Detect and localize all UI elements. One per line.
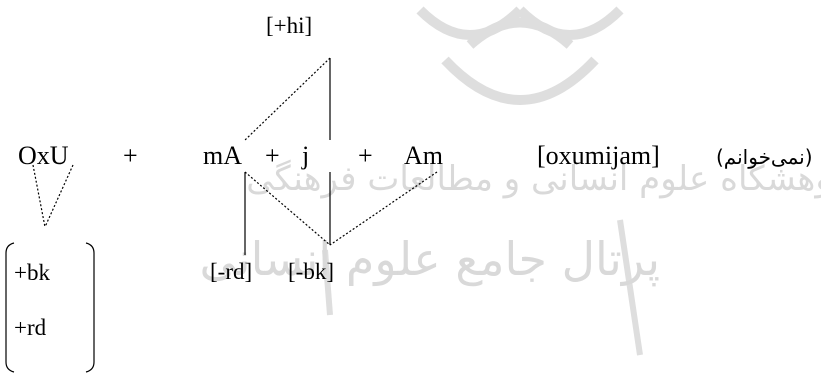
feature-bk-positive: +bk bbox=[14, 260, 50, 285]
oxu-left-link bbox=[32, 164, 46, 228]
feature-bk-negative: [-bk] bbox=[288, 259, 334, 284]
morpheme-j: j bbox=[302, 141, 310, 170]
matrix-left-bracket bbox=[5, 242, 15, 373]
am-to-bk-link bbox=[329, 171, 438, 246]
watermark-text-bottom: پرتال جامع علوم انسانی bbox=[199, 232, 660, 287]
watermark-text-top: پژوهشگاه علوم انسانی و مطالعات فرهنگی bbox=[246, 159, 821, 199]
feature-rd-negative: [-rd] bbox=[210, 259, 253, 284]
hi-to-ma-link bbox=[244, 57, 331, 141]
ma-to-bk-link bbox=[244, 171, 331, 246]
plus-sign-2: + bbox=[265, 141, 280, 170]
morpheme-ma: mA bbox=[203, 141, 242, 170]
persian-gloss: (نمی‌خوانم) bbox=[716, 145, 813, 169]
feature-rd-positive: +rd bbox=[14, 315, 47, 340]
plus-sign-3: + bbox=[358, 141, 373, 170]
transcription: [oxumijam] bbox=[537, 141, 660, 170]
feature-hi: [+hi] bbox=[266, 13, 313, 38]
plus-sign-1: + bbox=[123, 141, 138, 170]
oxu-right-link bbox=[44, 164, 74, 228]
morpheme-oxu: OxU bbox=[18, 141, 69, 170]
morpheme-am: Am bbox=[404, 141, 443, 170]
matrix-right-bracket bbox=[85, 242, 95, 373]
